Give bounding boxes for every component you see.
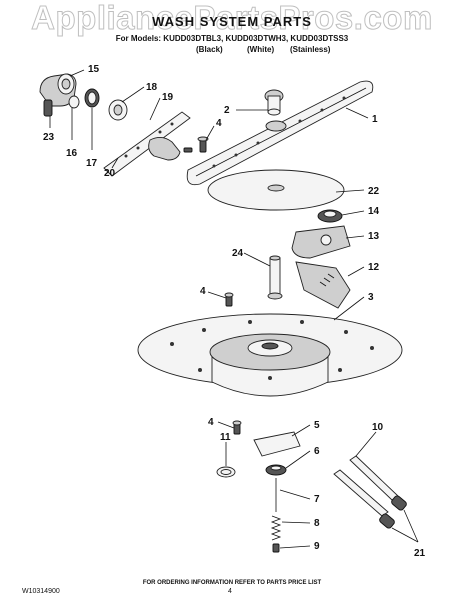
filter-disc — [207, 169, 345, 211]
wash-shaft — [267, 255, 283, 300]
lower-spray-arm-assembly — [103, 99, 193, 177]
callout-4-top: 4 — [216, 118, 222, 129]
sump-assembly — [137, 313, 403, 397]
callout-23: 23 — [43, 132, 55, 143]
callout-3: 3 — [368, 292, 374, 303]
callout-12: 12 — [368, 262, 380, 273]
callout-20: 20 — [104, 168, 116, 179]
heater-terminals — [333, 455, 407, 529]
color-label-stainless: (Stainless) — [290, 45, 331, 54]
callout-7: 7 — [314, 494, 320, 505]
callout-11: 11 — [220, 432, 231, 443]
screw-upper — [197, 136, 209, 153]
callout-21: 21 — [414, 548, 426, 559]
callout-19: 19 — [162, 92, 174, 103]
callout-24: 24 — [232, 248, 244, 259]
callout-15: 15 — [88, 64, 100, 75]
watermark: AppliancePartsPros.com — [31, 0, 433, 36]
callout-17: 17 — [86, 158, 98, 169]
callout-13: 13 — [368, 231, 380, 242]
callout-6: 6 — [314, 446, 320, 457]
page-number: 4 — [228, 588, 232, 595]
wash-arm-hub — [264, 89, 287, 132]
callout-4-bottom: 4 — [208, 417, 214, 428]
leader-lines — [49, 69, 419, 549]
callout-10: 10 — [372, 422, 384, 433]
document-number: W10314900 — [22, 588, 60, 595]
ordering-note: FOR ORDERING INFORMATION REFER TO PARTS … — [142, 580, 322, 586]
callout-2: 2 — [224, 105, 230, 116]
screw-left — [224, 292, 234, 307]
callout-4-left: 4 — [200, 286, 206, 297]
diverter-housing — [291, 225, 351, 259]
callout-9: 9 — [314, 541, 320, 552]
model-list: For Models: KUDD03DTBL3, KUDD03DTWH3, KU… — [115, 34, 349, 43]
diverter-cap — [317, 209, 343, 223]
inlet-elbow-assembly — [39, 73, 100, 117]
color-label-black: (Black) — [196, 45, 223, 54]
callout-16: 16 — [66, 148, 78, 159]
callout-8: 8 — [314, 518, 320, 529]
color-label-white: (White) — [247, 45, 275, 54]
callout-18: 18 — [146, 82, 158, 93]
motor-mount-parts — [216, 420, 301, 553]
callout-1: 1 — [372, 114, 378, 125]
callout-22: 22 — [368, 186, 380, 197]
page-title: WASH SYSTEM PARTS — [152, 14, 312, 29]
callout-14: 14 — [368, 206, 380, 217]
callout-5: 5 — [314, 420, 320, 431]
pump-cover — [295, 261, 351, 309]
wash-arm — [186, 80, 374, 186]
